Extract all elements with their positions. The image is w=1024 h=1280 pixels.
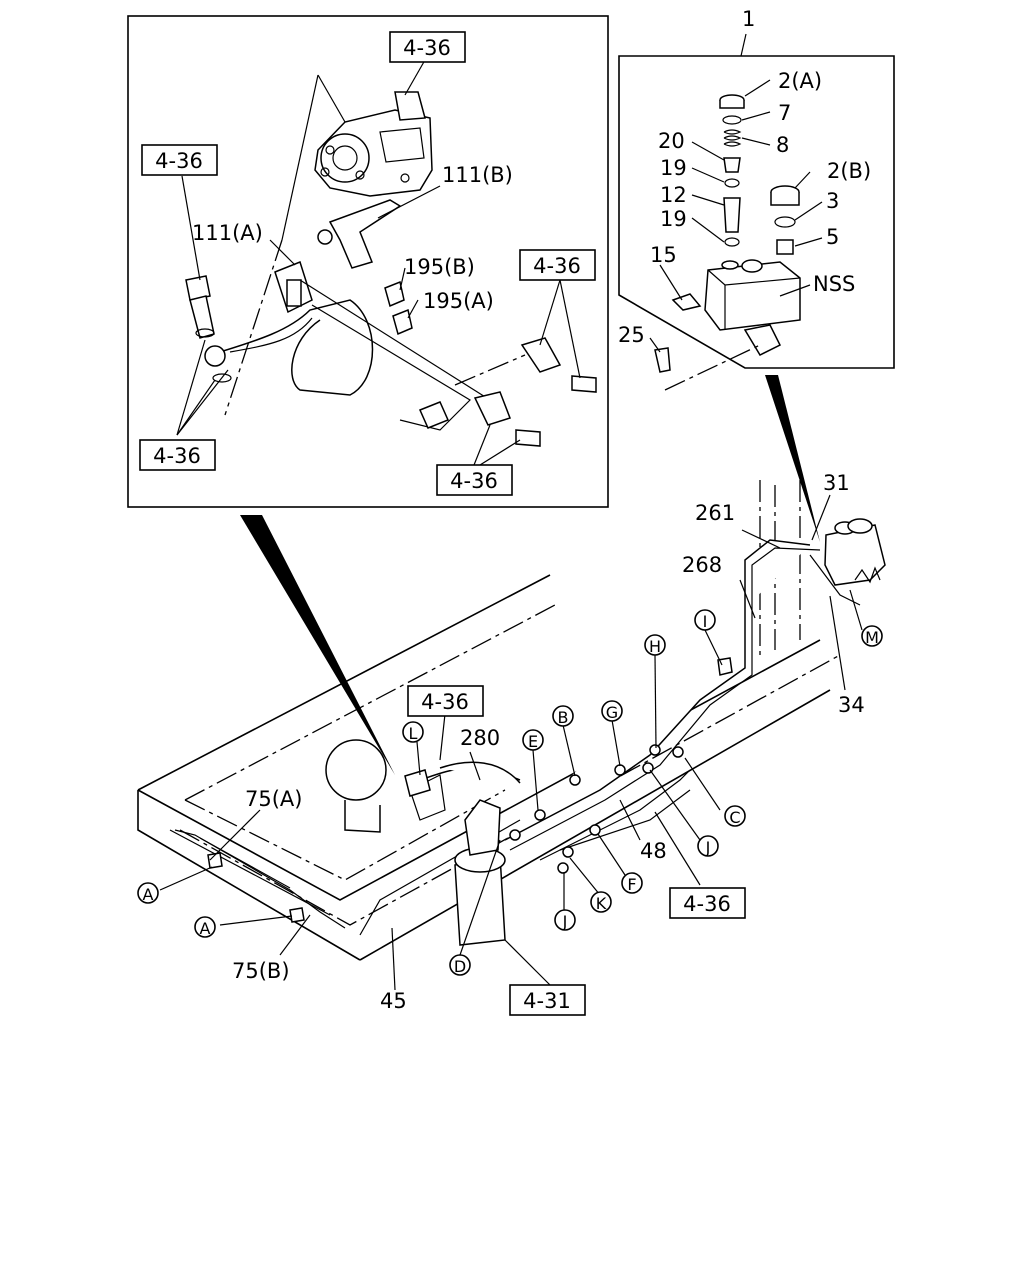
callout-a1: A xyxy=(137,882,159,904)
svg-text:D: D xyxy=(454,957,466,976)
reservoir-inset xyxy=(618,55,895,369)
label-item-45: 45 xyxy=(380,989,407,1013)
label-item-19-bottom: 19 xyxy=(660,207,687,231)
svg-text:L: L xyxy=(409,724,418,743)
callout-c: C xyxy=(724,805,746,827)
ref-box-bottom-center: 4-36 xyxy=(450,469,498,493)
label-item-280: 280 xyxy=(460,726,500,750)
label-item-2b: 2(B) xyxy=(827,159,871,183)
label-item-48: 48 xyxy=(640,839,667,863)
label-item-111a: 111(A) xyxy=(192,221,263,245)
callout-e: E xyxy=(522,729,544,751)
ref-box-left: 4-36 xyxy=(155,149,203,173)
label-item-268: 268 xyxy=(682,553,722,577)
label-item-261: 261 xyxy=(695,501,735,525)
callout-j1: J xyxy=(697,835,719,857)
callout-d: D xyxy=(449,954,471,976)
detail-wedge-right xyxy=(765,375,820,542)
label-item-75a: 75(A) xyxy=(245,787,302,811)
injection-pump-icon xyxy=(314,91,433,197)
bracket-111b xyxy=(328,199,402,269)
label-item-20: 20 xyxy=(658,129,685,153)
callout-k: K xyxy=(590,891,612,913)
callout-j2: J xyxy=(554,909,576,931)
bolt-icon xyxy=(185,275,597,447)
svg-text:A: A xyxy=(200,919,211,938)
callout-g: G xyxy=(601,700,623,722)
label-item-7: 7 xyxy=(778,101,791,125)
label-item-3: 3 xyxy=(826,189,839,213)
ref-box-top: 4-36 xyxy=(403,36,451,60)
label-item-195a: 195(A) xyxy=(423,289,494,313)
callout-a2: A xyxy=(194,916,216,938)
label-item-15: 15 xyxy=(650,243,677,267)
svg-text:E: E xyxy=(528,732,538,751)
callout-h: H xyxy=(644,634,666,656)
label-item-2a: 2(A) xyxy=(778,69,822,93)
svg-text:M: M xyxy=(865,628,879,647)
reservoir-tank-icon xyxy=(654,94,801,373)
label-item-34: 34 xyxy=(838,693,865,717)
svg-text:B: B xyxy=(558,708,569,727)
label-item-5: 5 xyxy=(826,225,839,249)
callout-i: I xyxy=(694,609,716,631)
label-item-1: 1 xyxy=(742,7,755,31)
pump-detail-inset xyxy=(127,15,609,508)
svg-text:I: I xyxy=(703,612,708,631)
label-item-75b: 75(B) xyxy=(232,959,290,983)
callout-l: L xyxy=(402,721,424,743)
ref-box-bottom-left: 4-36 xyxy=(153,444,201,468)
ref-box-right: 4-36 xyxy=(533,254,581,278)
ref-box-frame-right: 4-36 xyxy=(683,892,731,916)
detail-wedge-left xyxy=(240,515,395,775)
svg-text:K: K xyxy=(596,894,607,913)
ref-box-frame-bottom: 4-31 xyxy=(523,989,571,1013)
callout-f: F xyxy=(621,872,643,894)
svg-text:G: G xyxy=(606,703,618,722)
callout-b: B xyxy=(552,705,574,727)
label-item-25: 25 xyxy=(618,323,645,347)
label-item-31: 31 xyxy=(823,471,850,495)
label-item-8: 8 xyxy=(776,133,789,157)
svg-text:F: F xyxy=(627,875,636,894)
svg-text:C: C xyxy=(729,808,740,827)
svg-text:J: J xyxy=(705,838,711,857)
svg-text:J: J xyxy=(562,912,568,931)
callout-m: M xyxy=(861,625,883,647)
label-item-195b: 195(B) xyxy=(404,255,475,279)
label-item-19-top: 19 xyxy=(660,156,687,180)
label-item-111b: 111(B) xyxy=(442,163,513,187)
label-item-nss: NSS xyxy=(813,272,855,296)
ref-box-frame-left: 4-36 xyxy=(421,690,469,714)
label-item-12: 12 xyxy=(660,183,687,207)
svg-text:A: A xyxy=(143,885,154,904)
svg-text:H: H xyxy=(649,637,661,656)
